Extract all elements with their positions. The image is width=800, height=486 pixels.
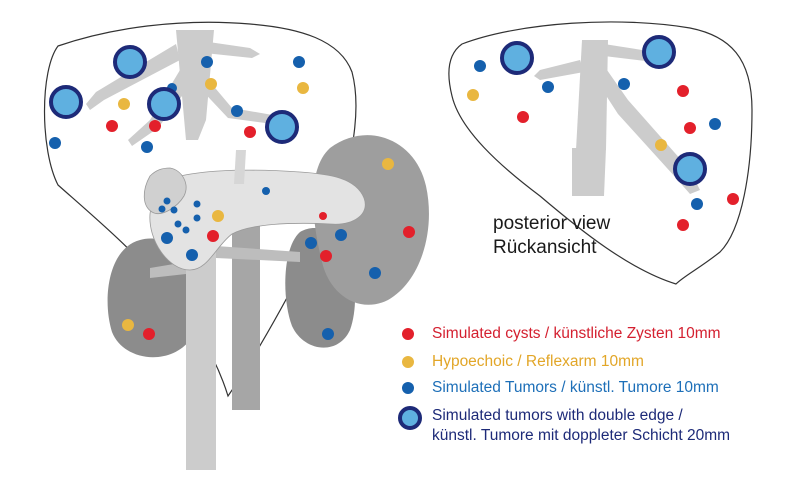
tumor-marker: [201, 56, 213, 68]
legend-row-tumors: Simulated Tumors / künstl. Tumore 10mm: [398, 378, 719, 398]
double-edge-tumor-marker: [113, 45, 147, 79]
cyst-marker: [149, 120, 161, 132]
legend-hypoechoic-text: Hypoechoic / Reflexarm 10mm: [432, 353, 644, 370]
tumor-marker: [335, 229, 347, 241]
pancreas: [149, 169, 366, 271]
double-edge-tumor-marker: [49, 85, 83, 119]
view-label-german: Rückansicht: [493, 237, 597, 258]
tumor-marker: [170, 206, 178, 214]
posterior-double-edge-tumors: [500, 35, 707, 186]
double-edge-tumor-marker: [642, 35, 676, 69]
legend-double-edge-line1: Simulated tumors with double edge /: [432, 407, 683, 424]
renal-artery-left: [216, 246, 300, 262]
tumor-marker: [193, 214, 201, 222]
tumor-marker: [141, 141, 153, 153]
legend-row-double-edge: Simulated tumors with double edge / küns…: [398, 406, 730, 446]
cyst-marker: [403, 226, 415, 238]
cyst-legend-dot: [402, 328, 414, 340]
double-edge-tumor-marker: [147, 87, 181, 121]
posterior-tumors: [474, 60, 721, 210]
portal-vein: [234, 150, 246, 184]
tumor-marker: [542, 81, 554, 93]
legend-cysts-text: Simulated cysts / künstliche Zysten 10mm: [432, 325, 721, 342]
hypoechoic-marker: [297, 82, 309, 94]
anterior-double-edge-tumors: [49, 45, 299, 144]
tumor-marker: [163, 197, 171, 205]
cyst-marker: [517, 111, 529, 123]
cyst-marker: [684, 122, 696, 134]
tumor-marker: [174, 220, 182, 228]
tumor-marker: [474, 60, 486, 72]
tumor-marker: [709, 118, 721, 130]
tumor-marker: [322, 328, 334, 340]
tumor-marker: [231, 105, 243, 117]
legend-double-edge-line2: künstl. Tumore mit doppleter Schicht 20m…: [432, 427, 731, 444]
tumor-marker: [369, 267, 381, 279]
hypoechoic-marker: [655, 139, 667, 151]
hypoechoic-marker: [467, 89, 479, 101]
cyst-marker: [677, 85, 689, 97]
cyst-marker: [320, 250, 332, 262]
view-label-english: posterior view: [493, 213, 611, 234]
legend-row-hypoechoic: Hypoechoic / Reflexarm 10mm: [398, 352, 644, 372]
legend-row-cysts: Simulated cysts / künstliche Zysten 10mm: [398, 324, 721, 344]
cyst-marker: [319, 212, 327, 220]
posterior-cysts: [517, 85, 739, 231]
spleen: [313, 135, 429, 305]
hypoechoic-marker: [118, 98, 130, 110]
double-edge-tumor-marker: [500, 41, 534, 75]
tumor-marker: [293, 56, 305, 68]
vena-cava: [232, 200, 260, 410]
hypoechoic-marker: [382, 158, 394, 170]
hypoechoic-marker: [205, 78, 217, 90]
cyst-marker: [677, 219, 689, 231]
hypoechoic-marker: [122, 319, 134, 331]
legend-double-edge-text-block: Simulated tumors with double edge / küns…: [432, 406, 730, 446]
cyst-marker: [244, 126, 256, 138]
tumor-marker: [618, 78, 630, 90]
double-edge-tumor-marker: [265, 110, 299, 144]
tumor-marker: [186, 249, 198, 261]
double-edge-legend-dot: [398, 406, 422, 430]
anterior-cysts: [106, 120, 415, 340]
tumor-marker: [49, 137, 61, 149]
hypoechoic-legend-dot: [402, 356, 414, 368]
tumor-marker: [161, 232, 173, 244]
cyst-marker: [106, 120, 118, 132]
tumor-marker: [691, 198, 703, 210]
cyst-marker: [727, 193, 739, 205]
cyst-marker: [207, 230, 219, 242]
tumor-marker: [305, 237, 317, 249]
hypoechoic-marker: [212, 210, 224, 222]
anterior-tumors: [49, 56, 381, 340]
cyst-marker: [143, 328, 155, 340]
posterior-hypoechoic: [467, 89, 667, 151]
tumor-legend-dot: [402, 382, 414, 394]
gallbladder: [143, 167, 187, 214]
anterior-hypoechoic: [118, 78, 394, 331]
legend-tumors-text: Simulated Tumors / künstl. Tumore 10mm: [432, 379, 719, 396]
double-edge-tumor-marker: [673, 152, 707, 186]
tumor-marker: [193, 200, 201, 208]
tumor-marker: [182, 226, 190, 234]
tumor-marker: [158, 205, 166, 213]
tumor-marker: [262, 187, 270, 195]
posterior-hepatic-veins: [534, 40, 700, 196]
